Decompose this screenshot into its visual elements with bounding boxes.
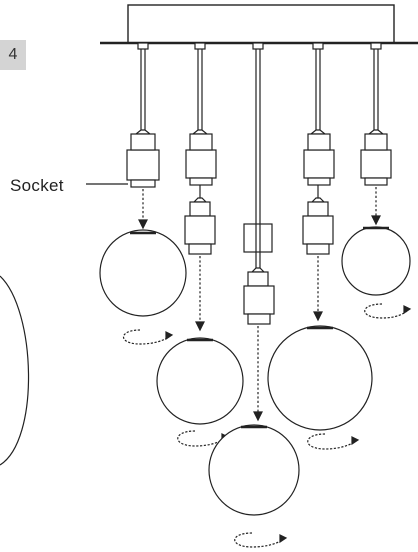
pendant-1 (99, 42, 187, 345)
rotate-arrow-icon (364, 303, 409, 319)
globe-3 (208, 424, 300, 516)
globe-4 (267, 325, 373, 431)
rotate-arrow-icon (122, 329, 171, 345)
globe-1 (99, 229, 187, 317)
pendant-3 (208, 42, 300, 548)
globe-partial-left (0, 275, 30, 466)
socket-label: Socket (10, 176, 64, 195)
globe-2 (156, 337, 244, 425)
pendant-4 (267, 42, 373, 450)
step-number-badge: 4 (0, 40, 26, 70)
rotate-arrow-icon (307, 433, 357, 450)
ceiling-canopy (127, 4, 395, 44)
rotate-arrow-icon (234, 532, 285, 548)
pendant-5 (341, 42, 412, 319)
globe-5 (341, 226, 411, 296)
